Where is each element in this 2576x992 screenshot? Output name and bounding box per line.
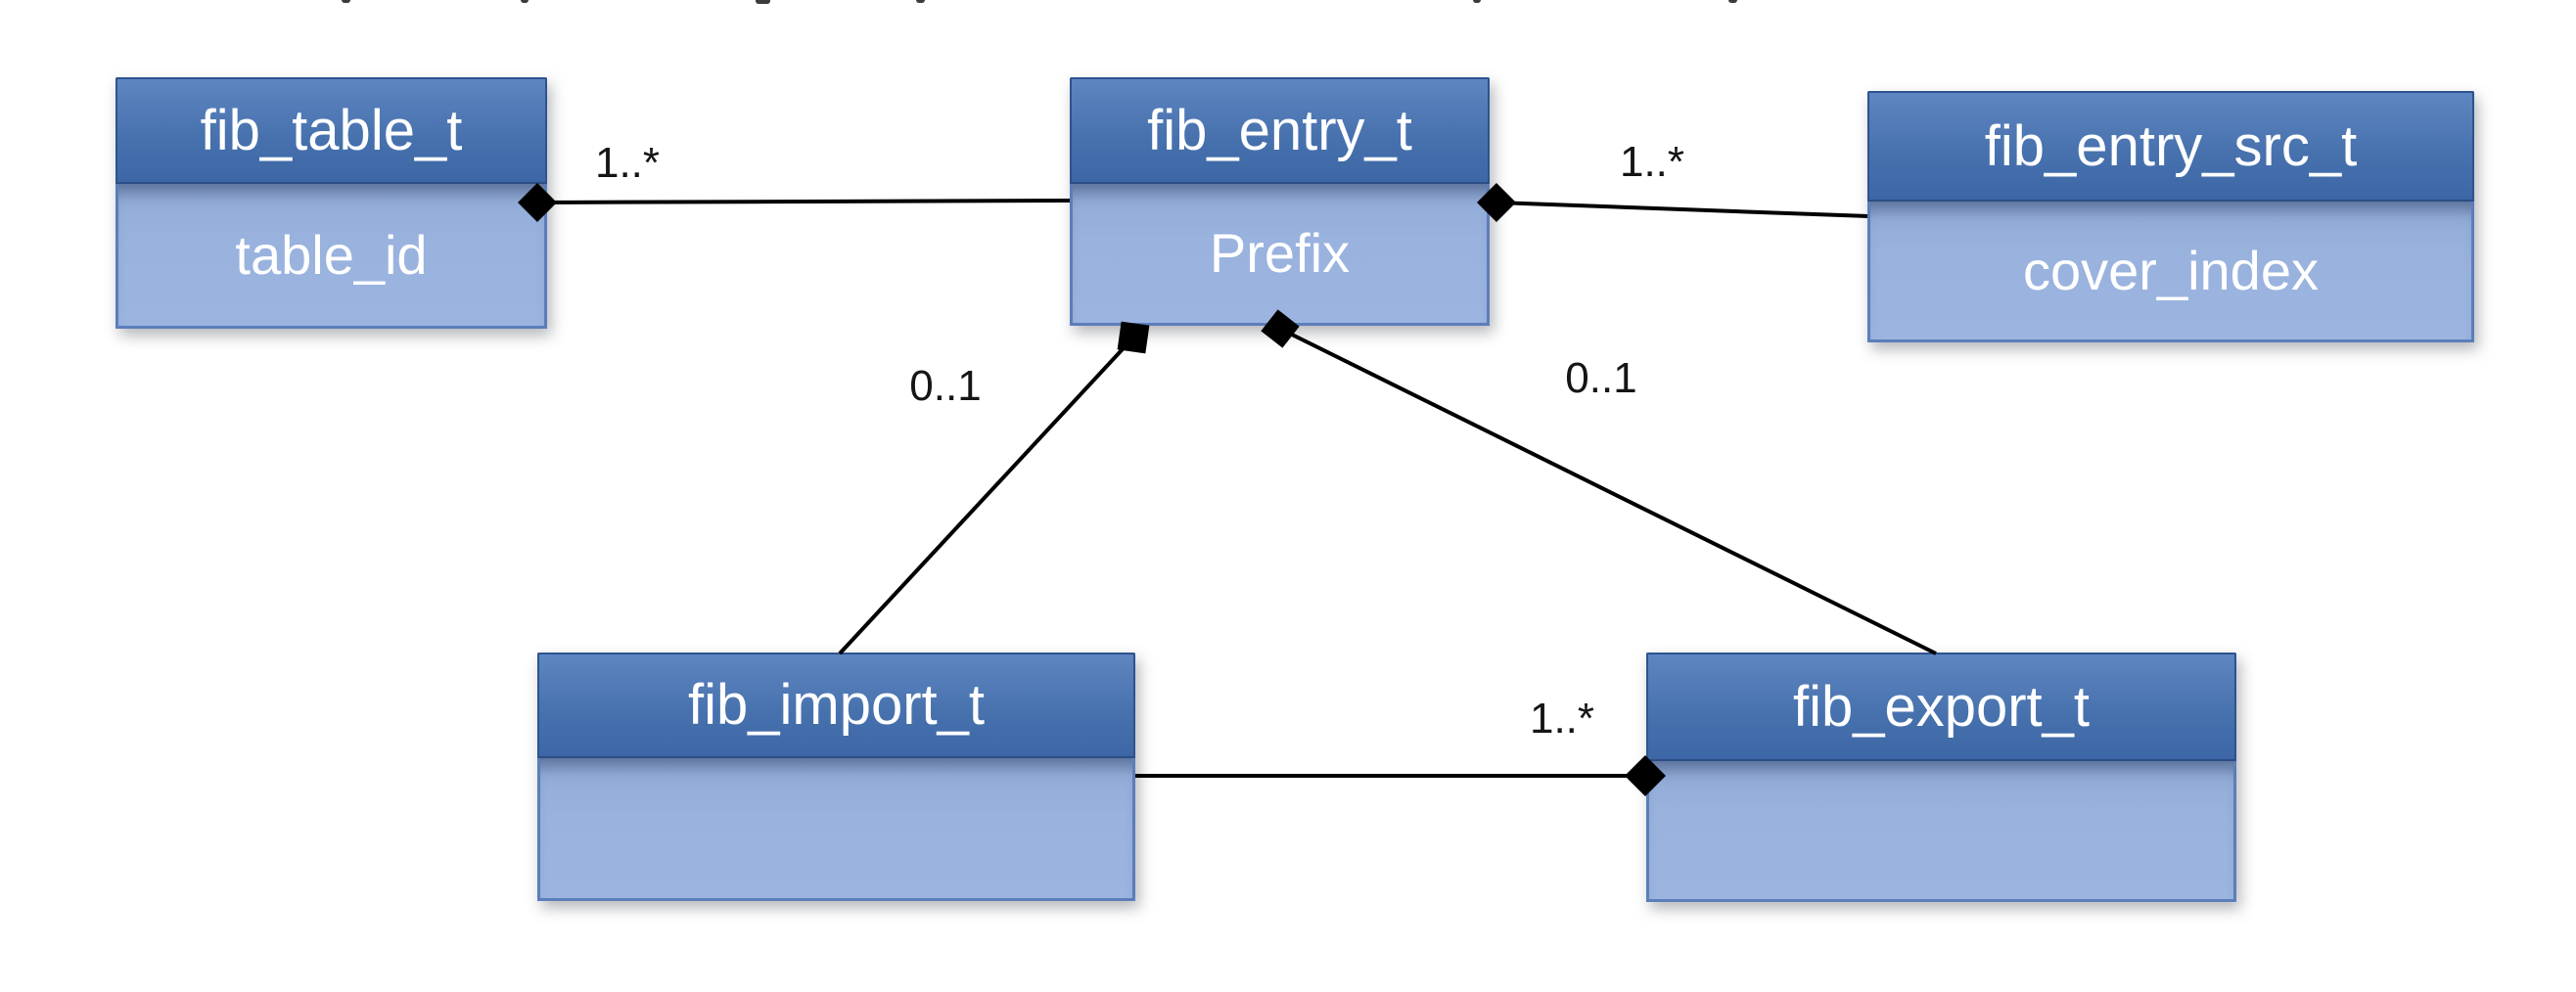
class-attribute-compartment: cover_index [1867,202,2474,342]
class-box-fib-export-t: fib_export_t [1646,653,2236,902]
class-attribute-compartment [537,758,1135,901]
class-header: fib_export_t [1646,653,2236,761]
class-header: fib_entry_src_t [1867,91,2474,202]
multiplicity-label: 0..1 [909,362,982,410]
connector-line-fib_table_t-fib_entry_t [536,199,1071,204]
class-attribute: cover_index [2023,239,2319,301]
multiplicity-label: 1..* [1529,695,1595,743]
text-remnant-mark [342,0,350,3]
class-header: fib_entry_t [1070,77,1490,184]
class-header: fib_table_t [115,77,547,184]
class-title: fib_entry_t [1147,98,1412,162]
multiplicity-label: 1..* [1619,138,1685,186]
multiplicity-label: 1..* [594,139,661,187]
class-box-fib-table-t: fib_table_t table_id [115,77,547,329]
text-remnant-mark [1473,0,1481,3]
class-box-fib-entry-t: fib_entry_t Prefix [1070,77,1490,326]
class-title: fib_entry_src_t [1984,113,2358,178]
class-title: fib_import_t [687,673,986,737]
connector-line-fib_entry_t-fib_import_t [838,336,1135,655]
class-attribute-compartment [1646,761,2236,902]
class-attribute-compartment: Prefix [1070,184,1490,326]
connector-line-fib_entry_t-fib_entry_src_t [1495,201,1868,218]
text-remnant-mark [521,0,529,3]
class-attribute-compartment: table_id [115,184,547,329]
text-remnant-mark [1728,0,1737,3]
class-attribute: Prefix [1209,222,1351,284]
class-box-fib-import-t: fib_import_t [537,653,1135,901]
text-remnant-mark [916,0,925,3]
class-header: fib_import_t [537,653,1135,758]
class-title: fib_table_t [200,98,463,162]
multiplicity-label: 0..1 [1565,354,1637,402]
class-title: fib_export_t [1792,674,2091,739]
composition-square-icon [1117,321,1150,354]
class-box-fib-entry-src-t: fib_entry_src_t cover_index [1867,91,2474,342]
class-attribute: table_id [235,223,428,286]
text-remnant-mark [756,0,770,4]
cropped-text-remnant [0,0,2576,6]
